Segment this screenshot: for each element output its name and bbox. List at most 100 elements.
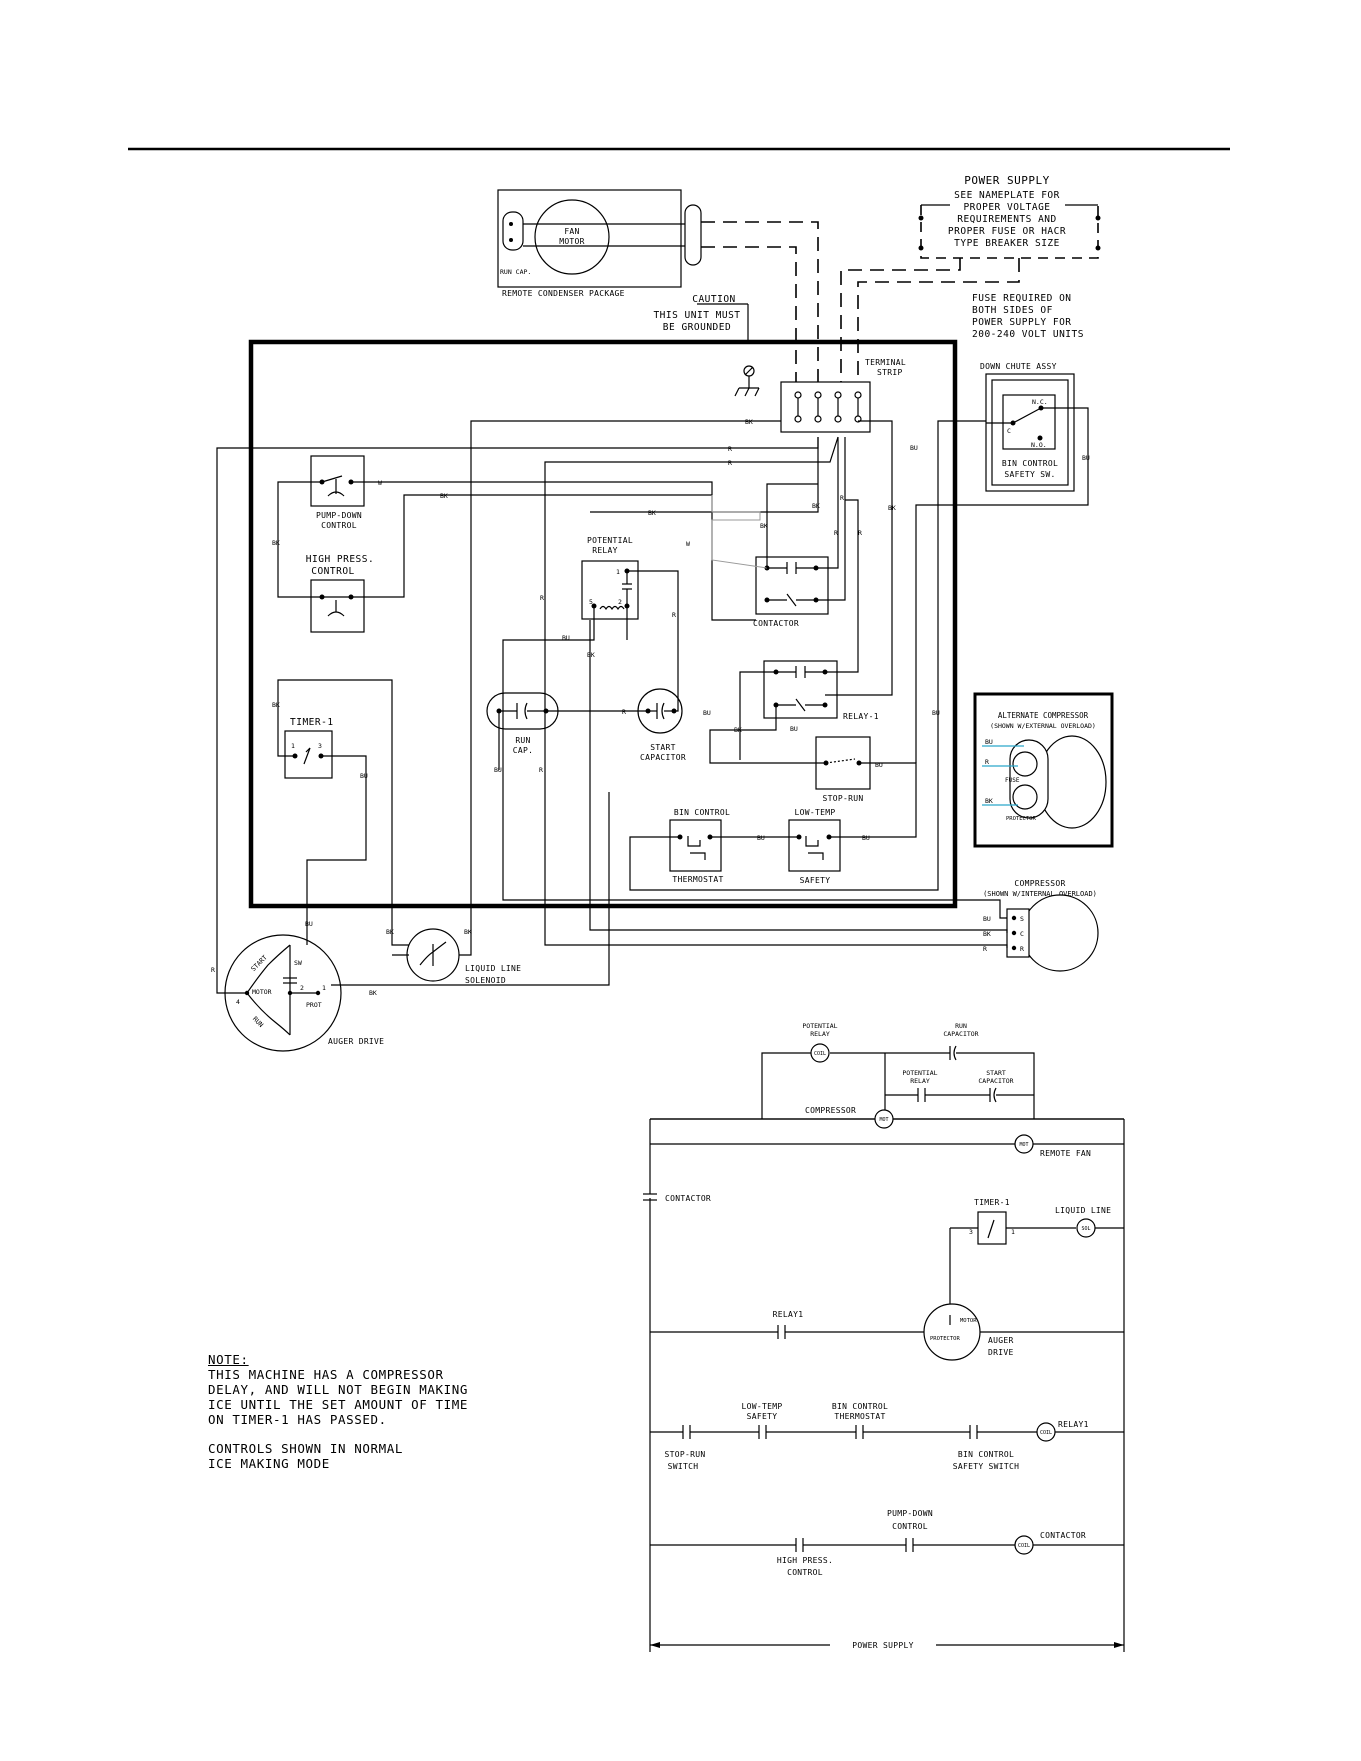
svg-text:RELAY1: RELAY1	[1058, 1420, 1089, 1429]
control-wiring	[216, 407, 1089, 994]
svg-text:RUN: RUN	[515, 736, 530, 745]
bin-control-safety-switch: N.C. N.O. C DOWN CHUTE ASSY BIN CONTROL …	[980, 362, 1075, 492]
svg-text:BK: BK	[888, 504, 896, 512]
svg-text:BU: BU	[985, 738, 993, 746]
svg-text:R: R	[211, 966, 215, 974]
power-supply-box: POWER SUPPLY SEE NAMEPLATE FOR PROPER VO…	[918, 174, 1101, 259]
svg-text:CAPACITOR: CAPACITOR	[943, 1030, 978, 1038]
power-supply-line: TYPE BREAKER SIZE	[954, 238, 1060, 249]
svg-text:TIMER-1: TIMER-1	[290, 717, 334, 728]
svg-text:COIL: COIL	[1040, 1430, 1052, 1436]
svg-text:BK: BK	[440, 492, 448, 500]
svg-text:1: 1	[616, 568, 620, 576]
svg-text:PUMP-DOWN: PUMP-DOWN	[887, 1509, 933, 1518]
svg-text:POTENTIAL: POTENTIAL	[802, 1022, 837, 1030]
svg-text:POTENTIAL: POTENTIAL	[587, 536, 633, 545]
svg-text:CONTACTOR: CONTACTOR	[753, 619, 799, 628]
svg-text:LIQUID LINE: LIQUID LINE	[465, 964, 521, 973]
control-box-border	[248, 339, 958, 909]
svg-text:RELAY: RELAY	[910, 1077, 930, 1085]
potential-relay: POTENTIAL RELAY 1 2 5	[581, 536, 639, 620]
svg-text:SAFETY SW.: SAFETY SW.	[1004, 470, 1055, 479]
svg-text:POTENTIAL: POTENTIAL	[902, 1069, 937, 1077]
terminal-strip: TERMINAL STRIP	[780, 358, 906, 433]
ground-icon	[734, 365, 760, 397]
svg-text:1: 1	[322, 984, 326, 992]
svg-text:S: S	[1020, 915, 1024, 923]
svg-text:CONTACTOR: CONTACTOR	[1040, 1531, 1086, 1540]
svg-text:RELAY: RELAY	[810, 1030, 830, 1038]
svg-text:REMOTE FAN: REMOTE FAN	[1040, 1149, 1091, 1158]
svg-text:POWER SUPPLY: POWER SUPPLY	[852, 1641, 913, 1650]
fan-motor-icon	[534, 199, 610, 275]
note-line: CONTROLS SHOWN IN NORMAL	[208, 1441, 404, 1456]
svg-text:THIS UNIT MUST: THIS UNIT MUST	[653, 310, 740, 321]
svg-text:BU: BU	[862, 834, 870, 842]
svg-text:STOP-RUN: STOP-RUN	[665, 1450, 706, 1459]
power-supply-line: SEE NAMEPLATE FOR	[954, 190, 1060, 201]
stop-run-switch: STOP-RUN	[815, 736, 871, 803]
svg-text:BU: BU	[1082, 454, 1090, 462]
svg-text:MOTOR: MOTOR	[559, 237, 585, 246]
svg-text:COMPRESSOR: COMPRESSOR	[805, 1106, 856, 1115]
caution-note: CAUTION THIS UNIT MUST BE GROUNDED	[653, 294, 749, 340]
svg-text:BK: BK	[386, 928, 394, 936]
svg-text:BE GROUNDED: BE GROUNDED	[663, 322, 731, 333]
svg-text:BU: BU	[562, 634, 570, 642]
run-capacitor: RUN CAP.	[486, 692, 559, 755]
svg-text:BIN CONTROL: BIN CONTROL	[674, 808, 730, 817]
svg-text:(SHOWN W/EXTERNAL OVERLOAD): (SHOWN W/EXTERNAL OVERLOAD)	[990, 722, 1096, 730]
svg-text:BU: BU	[360, 772, 368, 780]
svg-text:(SHOWN W/INTERNAL OVERLOAD): (SHOWN W/INTERNAL OVERLOAD)	[983, 890, 1097, 898]
svg-text:RUN CAP.: RUN CAP.	[500, 268, 531, 276]
svg-text:BIN CONTROL: BIN CONTROL	[958, 1450, 1014, 1459]
svg-text:COIL: COIL	[814, 1051, 826, 1057]
svg-text:START: START	[650, 743, 676, 752]
svg-text:BK: BK	[812, 502, 820, 510]
svg-text:LIQUID LINE: LIQUID LINE	[1055, 1206, 1111, 1215]
svg-text:COIL: COIL	[1018, 1543, 1030, 1549]
power-supply-line: PROPER VOLTAGE	[963, 202, 1050, 213]
svg-text:BK: BK	[272, 701, 280, 709]
svg-text:BU: BU	[932, 709, 940, 717]
svg-text:BU: BU	[703, 709, 711, 717]
compressor: COMPRESSOR (SHOWN W/INTERNAL OVERLOAD) S…	[983, 879, 1099, 972]
svg-text:SW: SW	[294, 959, 302, 967]
svg-text:N.C.: N.C.	[1032, 398, 1048, 406]
svg-text:R: R	[985, 758, 989, 766]
svg-text:POWER SUPPLY FOR: POWER SUPPLY FOR	[972, 317, 1072, 328]
svg-text:N.O.: N.O.	[1031, 441, 1047, 449]
remote-condenser-package: FAN MOTOR RUN CAP. REMOTE CONDENSER PACK…	[497, 189, 702, 298]
svg-text:AUGER DRIVE: AUGER DRIVE	[328, 1037, 384, 1046]
svg-text:BK: BK	[734, 726, 742, 734]
svg-text:BU: BU	[494, 766, 502, 774]
svg-text:SOL: SOL	[1081, 1226, 1090, 1232]
svg-text:SOLENOID: SOLENOID	[465, 976, 506, 985]
svg-text:SWITCH: SWITCH	[668, 1462, 699, 1471]
svg-text:BK: BK	[464, 928, 472, 936]
svg-text:HIGH PRESS.: HIGH PRESS.	[306, 554, 374, 565]
svg-text:CAP.: CAP.	[513, 746, 533, 755]
svg-text:CONTACTOR: CONTACTOR	[665, 1194, 711, 1203]
pump-down-control: PUMP-DOWN CONTROL	[310, 455, 365, 530]
bin-control-thermostat: BIN CONTROL THERMOSTAT	[669, 808, 730, 884]
svg-text:LOW-TEMP: LOW-TEMP	[742, 1402, 783, 1411]
svg-text:5: 5	[589, 598, 593, 606]
low-temp-safety: LOW-TEMP SAFETY	[788, 808, 841, 885]
start-capacitor: START CAPACITOR	[637, 688, 686, 762]
svg-text:1: 1	[291, 742, 295, 750]
svg-text:BK: BK	[745, 418, 753, 426]
svg-text:W: W	[378, 479, 382, 487]
wire-color-labels: BK R R W BK BK BK BK BK R R R BK BU BU W…	[211, 418, 1090, 997]
svg-text:R: R	[539, 766, 543, 774]
svg-text:COMPRESSOR: COMPRESSOR	[1014, 879, 1065, 888]
power-supply-title: POWER SUPPLY	[964, 174, 1049, 187]
high-press-control: HIGH PRESS. CONTROL	[306, 554, 374, 633]
note-line: ICE MAKING MODE	[208, 1456, 330, 1471]
svg-text:CONTROL: CONTROL	[787, 1568, 823, 1577]
svg-text:FAN: FAN	[564, 227, 579, 236]
svg-text:4: 4	[236, 998, 240, 1006]
svg-text:BOTH SIDES OF: BOTH SIDES OF	[972, 305, 1053, 316]
svg-text:SAFETY: SAFETY	[800, 876, 831, 885]
